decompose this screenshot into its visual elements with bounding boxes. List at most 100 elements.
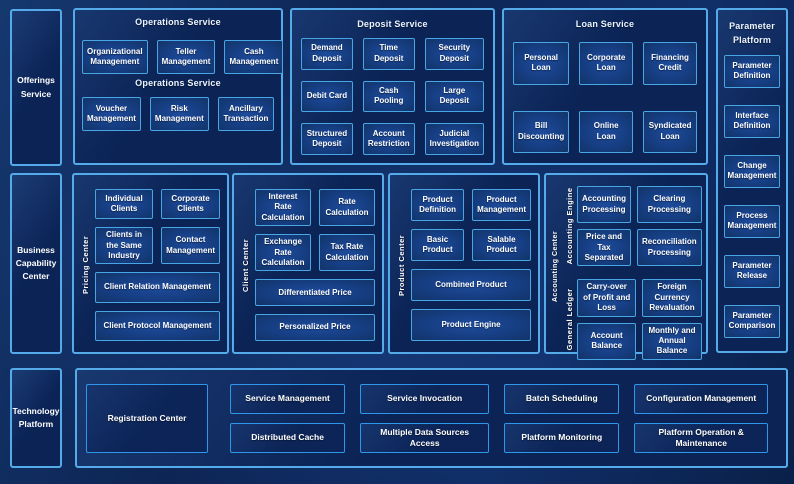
box-distributed-cache: Distributed Cache (230, 423, 346, 453)
box-tax-rate-calculation: Tax Rate Calculation (319, 234, 375, 272)
offerings-service-label: Offerings Service (17, 75, 55, 99)
box-clients-same-industry: Clients in the Same Industry (95, 227, 154, 265)
panel-pricing-center: Pricing Center Individual Clients Corpor… (72, 173, 229, 354)
panel-technology-platform: Registration Center Service Management S… (75, 368, 788, 468)
panel-accounting-center: Accounting Center Accounting Engine Acco… (544, 173, 708, 360)
box-contact-management: Contact Management (161, 227, 220, 265)
product-center-label: Product Center (397, 234, 406, 296)
box-batch-scheduling: Batch Scheduling (504, 384, 620, 414)
technology-platform-grid: Service Management Service Invocation Ba… (230, 384, 768, 453)
box-multiple-data-sources-access: Multiple Data Sources Access (360, 423, 490, 453)
accounting-center-label: Accounting Center (552, 230, 559, 302)
box-registration-center: Registration Center (86, 384, 208, 453)
box-account-balance: Account Balance (577, 322, 637, 360)
box-platform-monitoring: Platform Monitoring (504, 423, 620, 453)
panel-loan-service: Loan Service Personal Loan Corporate Loa… (502, 8, 708, 165)
box-organizational-management: Organizational Management (82, 40, 148, 74)
box-account-restriction: Account Restriction (362, 123, 415, 155)
box-time-deposit: Time Deposit (362, 38, 415, 70)
box-exchange-rate-calculation: Exchange Rate Calculation (255, 234, 311, 272)
box-parameter-definition: Parameter Definition (724, 54, 780, 88)
loan-grid: Personal Loan Corporate Loan Financing C… (513, 42, 697, 153)
box-demand-deposit: Demand Deposit (301, 38, 353, 70)
box-online-loan: Online Loan (579, 110, 634, 153)
parameter-list: Parameter Definition Interface Definitio… (724, 54, 780, 338)
general-ledger-group: General Ledger Carry-over of Profit and … (562, 279, 702, 360)
deposit-grid: Demand Deposit Time Deposit Security Dep… (301, 38, 484, 155)
box-structured-deposit: Structured Deposit (301, 123, 353, 155)
box-interest-rate-calculation: Interest Rate Calculation (255, 189, 311, 227)
box-process-management: Process Management (724, 204, 780, 238)
box-product-definition: Product Definition (411, 189, 465, 221)
deposit-service-title: Deposit Service (357, 19, 428, 29)
panel-operations-service: Operations Service Organizational Manage… (73, 8, 284, 165)
accounting-engine-label: Accounting Engine (565, 187, 574, 265)
box-basic-product: Basic Product (411, 229, 465, 261)
box-voucher-management: Voucher Management (82, 97, 141, 131)
client-grid: Interest Rate Calculation Rate Calculati… (255, 189, 375, 341)
box-client-relation-management: Client Relation Management (95, 272, 220, 303)
box-risk-management: Risk Management (149, 97, 209, 131)
general-ledger-grid: Carry-over of Profit and Loss Foreign Cu… (577, 279, 702, 360)
accounting-engine-grid: Accounting Processing Clearing Processin… (577, 186, 702, 267)
panel-client-center: Client Center Interest Rate Calculation … (232, 173, 384, 354)
pricing-grid: Individual Clients Corporate Clients Cli… (95, 189, 220, 341)
loan-service-title: Loan Service (575, 19, 635, 29)
box-cash-pooling: Cash Pooling (362, 80, 415, 113)
box-parameter-comparison: Parameter Comparison (724, 304, 780, 338)
operations-row-1: Organizational Management Teller Managem… (82, 40, 284, 74)
box-client-protocol-management: Client Protocol Management (95, 310, 220, 341)
box-service-invocation: Service Invocation (360, 384, 490, 414)
box-cash-management: Cash Management (224, 40, 284, 74)
box-foreign-currency-revaluation: Foreign Currency Revaluation (642, 279, 702, 317)
box-reconciliation-processing: Reconciliation Processing (637, 229, 702, 267)
box-teller-management: Teller Management (156, 40, 216, 74)
box-carry-over-profit-loss: Carry-over of Profit and Loss (577, 279, 637, 317)
box-accounting-processing: Accounting Processing (577, 186, 631, 224)
box-parameter-release: Parameter Release (724, 254, 780, 288)
box-judicial-investigation: Judicial Investigation (424, 123, 484, 155)
panel-product-center: Product Center Product Definition Produc… (388, 173, 540, 354)
box-configuration-management: Configuration Management (634, 384, 768, 414)
business-capability-center-label: Business Capability Center (15, 244, 57, 282)
box-debit-card: Debit Card (301, 80, 353, 113)
box-price-and-tax-separated: Price and Tax Separated (577, 229, 631, 267)
box-change-management: Change Management (724, 154, 780, 188)
operations-service-subtitle: Operations Service (135, 78, 221, 88)
box-ancillary-transaction: Ancillary Transaction (217, 97, 274, 131)
box-monthly-annual-balance: Monthly and Annual Balance (642, 322, 702, 360)
product-grid: Product Definition Product Management Ba… (411, 189, 531, 341)
sidebar-business-capability-center: Business Capability Center (10, 173, 62, 354)
box-service-management: Service Management (230, 384, 346, 414)
box-clearing-processing: Clearing Processing (637, 186, 702, 224)
box-corporate-clients: Corporate Clients (161, 189, 220, 220)
sidebar-offerings-service: Offerings Service (10, 9, 62, 166)
sidebar-technology-platform: Technology Platform (10, 368, 62, 468)
box-syndicated-loan: Syndicated Loan (643, 110, 697, 153)
box-product-engine: Product Engine (411, 309, 531, 341)
box-large-deposit: Large Deposit (424, 80, 484, 113)
box-platform-operation-maintenance: Platform Operation & Maintenance (634, 423, 768, 453)
operations-service-title: Operations Service (135, 17, 221, 27)
box-interface-definition: Interface Definition (724, 104, 780, 138)
box-salable-product: Salable Product (472, 229, 531, 261)
operations-row-2: Voucher Management Risk Management Ancil… (82, 97, 274, 131)
parameter-platform-title: Parameter Platform (729, 21, 775, 46)
box-product-management: Product Management (472, 189, 531, 221)
accounting-engine-group: Accounting Engine Accounting Processing … (562, 186, 702, 267)
box-personal-loan: Personal Loan (513, 42, 570, 85)
client-center-label: Client Center (241, 238, 250, 292)
accounting-inner: Accounting Engine Accounting Processing … (562, 186, 702, 360)
pricing-center-label: Pricing Center (81, 235, 90, 295)
technology-platform-label: Technology Platform (12, 405, 60, 429)
box-combined-product: Combined Product (411, 269, 531, 301)
box-financing-credit: Financing Credit (643, 42, 697, 85)
box-differentiated-price: Differentiated Price (255, 279, 375, 307)
general-ledger-label: General Ledger (565, 288, 574, 351)
box-rate-calculation: Rate Calculation (319, 189, 375, 227)
box-corporate-loan: Corporate Loan (579, 42, 634, 85)
panel-deposit-service: Deposit Service Demand Deposit Time Depo… (290, 8, 495, 165)
panel-parameter-platform: Parameter Platform Parameter Definition … (716, 8, 788, 353)
box-bill-discounting: Bill Discounting (513, 110, 570, 153)
